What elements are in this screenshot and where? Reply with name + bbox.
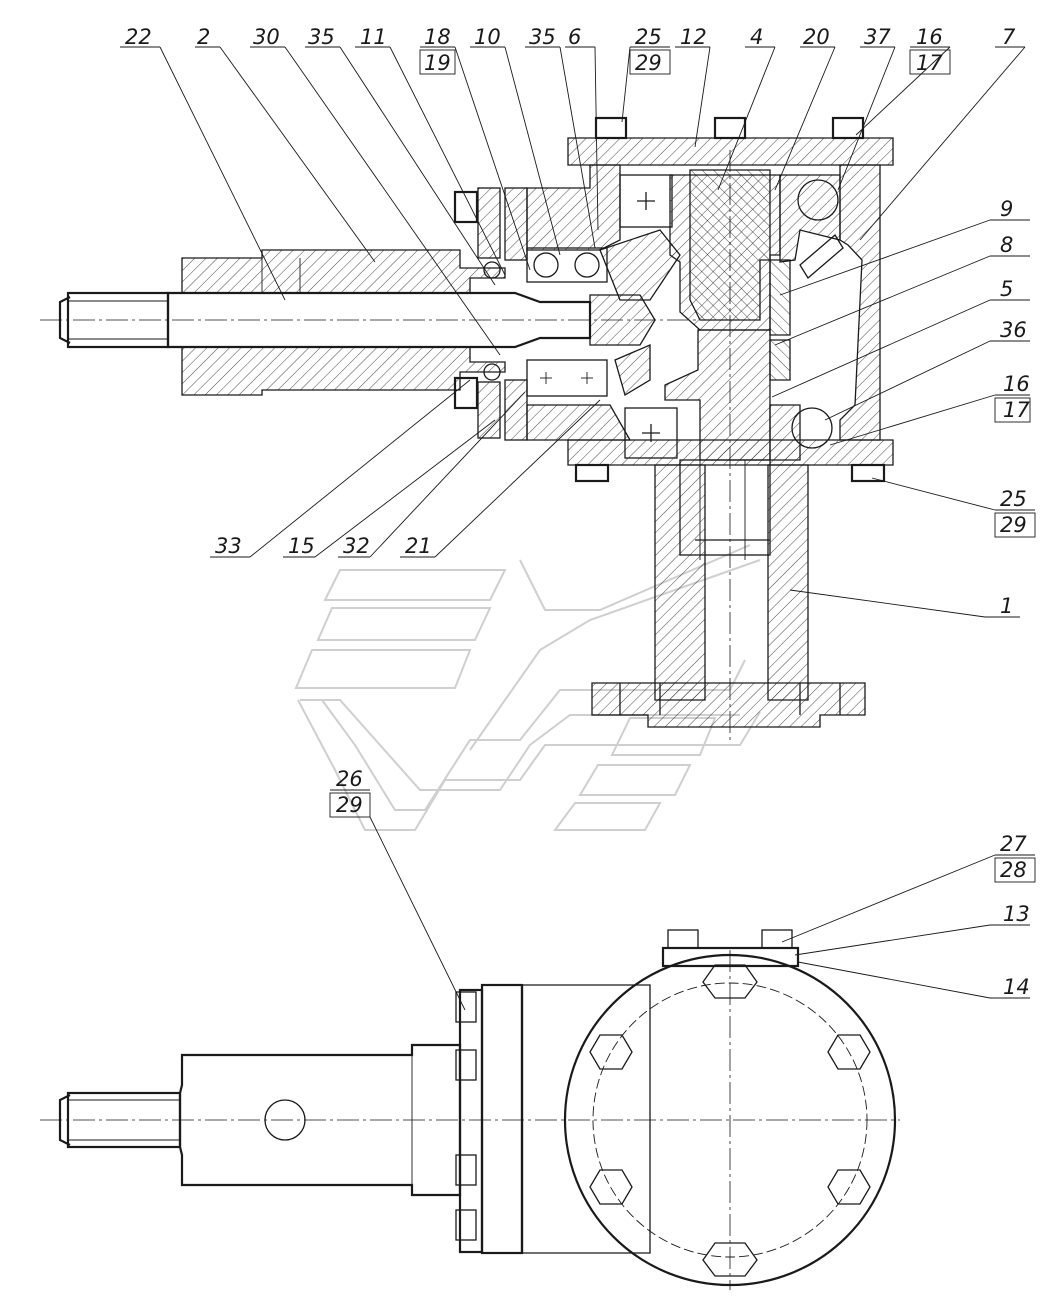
- input-shaft: [58, 291, 656, 349]
- callout-33: 33: [215, 534, 242, 558]
- callout-37: 37: [864, 25, 891, 49]
- callout-17a: 17: [916, 51, 943, 75]
- callout-labels: 22 2 30 35 11 18 19 10 35 6 25 29 12 4 2…: [125, 25, 1030, 999]
- housing-sleeve: [181, 249, 506, 396]
- callout-9: 9: [1000, 197, 1013, 221]
- callout-6: 6: [568, 25, 581, 49]
- callout-25b: 25: [1000, 487, 1027, 511]
- callout-26: 26: [336, 767, 363, 791]
- callout-17b: 17: [1003, 398, 1030, 422]
- callout-35b: 35: [529, 25, 556, 49]
- callout-29a: 29: [635, 51, 662, 75]
- callout-18: 18: [424, 25, 451, 49]
- callout-20: 20: [803, 25, 830, 49]
- callout-32: 32: [343, 534, 370, 558]
- callout-28: 28: [1000, 858, 1027, 882]
- leader-lines: [120, 46, 1036, 1011]
- callout-22: 22: [125, 25, 152, 49]
- callout-5: 5: [1000, 277, 1013, 301]
- callout-27: 27: [1000, 832, 1027, 856]
- callout-25a: 25: [635, 25, 662, 49]
- callout-19: 19: [424, 51, 451, 75]
- callout-12: 12: [680, 25, 707, 49]
- callout-4: 4: [750, 25, 763, 49]
- callout-35a: 35: [308, 25, 335, 49]
- callout-1: 1: [1000, 594, 1013, 618]
- callout-11: 11: [360, 25, 387, 49]
- callout-29c: 29: [336, 793, 363, 817]
- callout-30: 30: [253, 25, 280, 49]
- section-view: [40, 116, 894, 740]
- callout-2: 2: [197, 25, 210, 49]
- plan-view: [40, 929, 900, 1290]
- callout-16b: 16: [1003, 372, 1030, 396]
- callout-13: 13: [1003, 902, 1030, 926]
- callout-29b: 29: [1000, 513, 1027, 537]
- callout-7: 7: [1002, 25, 1016, 49]
- callout-8: 8: [1000, 233, 1013, 257]
- callout-14: 14: [1003, 975, 1030, 999]
- callout-15: 15: [288, 534, 315, 558]
- callout-36: 36: [1000, 318, 1027, 342]
- callout-10: 10: [474, 25, 501, 49]
- callout-21: 21: [405, 534, 432, 558]
- callout-16a: 16: [916, 25, 943, 49]
